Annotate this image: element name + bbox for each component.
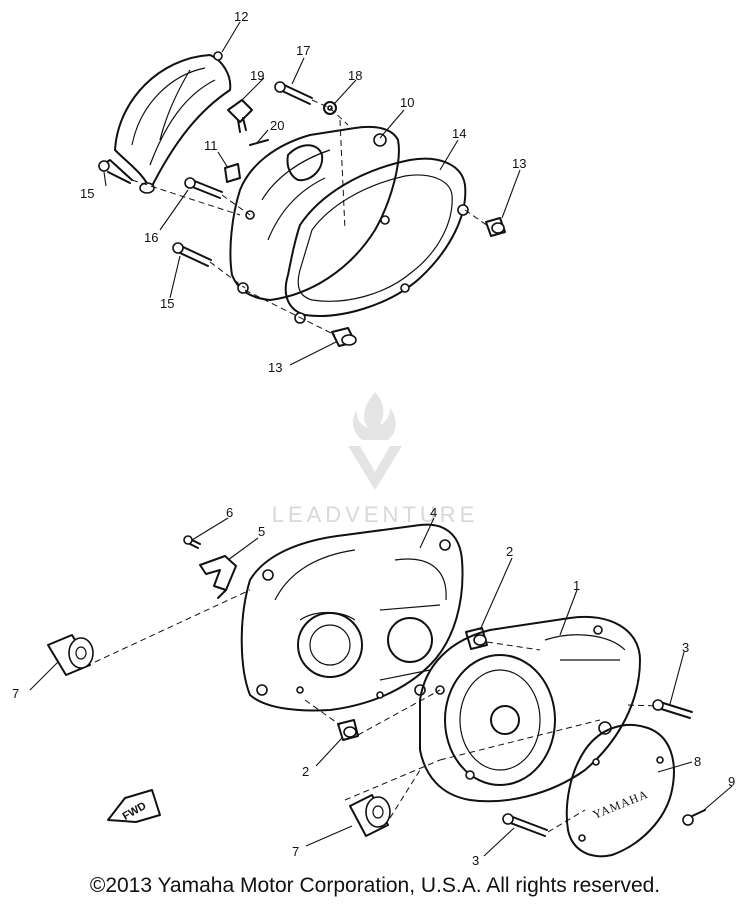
watermark-chevron-icon bbox=[348, 446, 402, 490]
part-9-screw bbox=[682, 809, 706, 826]
callout-13-upper: 13 bbox=[512, 156, 526, 171]
part-15-bolt-lower bbox=[172, 242, 212, 267]
part-11-label bbox=[224, 163, 241, 183]
part-13-dowel-pin-upper bbox=[485, 217, 506, 237]
lower-alignment-lines bbox=[94, 589, 659, 833]
part-15-bolt-upper bbox=[98, 159, 133, 184]
callout-20: 20 bbox=[270, 118, 284, 133]
part-10-crankcase-cover bbox=[229, 125, 400, 301]
part-6-bolt bbox=[183, 535, 201, 549]
part-5-lever bbox=[199, 555, 237, 599]
callout-numbers: 12 17 19 18 10 20 14 11 13 15 16 15 13 6… bbox=[12, 9, 735, 868]
part-2-dowel-lower bbox=[337, 719, 359, 741]
part-1-crankcase-half bbox=[419, 615, 641, 803]
part-18-washer bbox=[323, 101, 337, 115]
callout-2-lower: 2 bbox=[302, 764, 309, 779]
part-3-bolt-right bbox=[652, 699, 693, 719]
callout-5: 5 bbox=[258, 524, 265, 539]
callout-10: 10 bbox=[400, 95, 414, 110]
callout-19: 19 bbox=[250, 68, 264, 83]
part-3-bolt-lower bbox=[502, 813, 548, 837]
callout-18: 18 bbox=[348, 68, 362, 83]
lower-leader-lines bbox=[29, 517, 733, 857]
part-7-bushing-right bbox=[349, 794, 391, 837]
copyright-notice: ©2013 Yamaha Motor Corporation, U.S.A. A… bbox=[89, 874, 661, 897]
part-12-air-shroud bbox=[114, 51, 232, 194]
part-16-bolt bbox=[184, 177, 223, 199]
part-17-bolt bbox=[274, 81, 313, 105]
callout-3-lower: 3 bbox=[472, 853, 479, 868]
callout-3-right: 3 bbox=[682, 640, 689, 655]
cover-logo: YAMAHA bbox=[591, 787, 651, 822]
upper-alignment-lines bbox=[131, 99, 489, 336]
part-14-gasket bbox=[284, 157, 469, 324]
callout-11: 11 bbox=[204, 138, 218, 153]
fwd-arrow: FWD bbox=[107, 789, 161, 823]
part-8-side-cover: YAMAHA bbox=[565, 724, 675, 858]
callout-17: 17 bbox=[296, 43, 310, 58]
watermark: LEADVENTURE bbox=[272, 392, 479, 527]
part-2-dowel-upper bbox=[465, 627, 488, 650]
callout-8: 8 bbox=[694, 754, 701, 769]
watermark-text: LEADVENTURE bbox=[272, 502, 479, 527]
callout-7-left: 7 bbox=[12, 686, 19, 701]
part-7-bushing-left bbox=[47, 634, 94, 676]
callout-4: 4 bbox=[430, 505, 437, 520]
part-4-crankcase bbox=[240, 523, 464, 712]
watermark-flame-icon bbox=[352, 392, 396, 440]
exploded-parts-diagram: LEADVENTURE bbox=[12, 9, 735, 868]
callout-7-right: 7 bbox=[292, 844, 299, 859]
callout-14: 14 bbox=[452, 126, 466, 141]
callout-6: 6 bbox=[226, 505, 233, 520]
callout-9: 9 bbox=[728, 774, 735, 789]
callout-1: 1 bbox=[573, 578, 580, 593]
callout-13-lower: 13 bbox=[268, 360, 282, 375]
callout-15-lower: 15 bbox=[160, 296, 174, 311]
part-19-plug bbox=[227, 99, 253, 133]
callout-16: 16 bbox=[144, 230, 158, 245]
callout-2-upper: 2 bbox=[506, 544, 513, 559]
part-20-pin bbox=[249, 139, 269, 146]
part-13-dowel-pin-lower bbox=[331, 327, 357, 347]
upper-leader-lines bbox=[103, 21, 521, 366]
callout-15-upper: 15 bbox=[80, 186, 94, 201]
callout-12: 12 bbox=[234, 9, 248, 24]
